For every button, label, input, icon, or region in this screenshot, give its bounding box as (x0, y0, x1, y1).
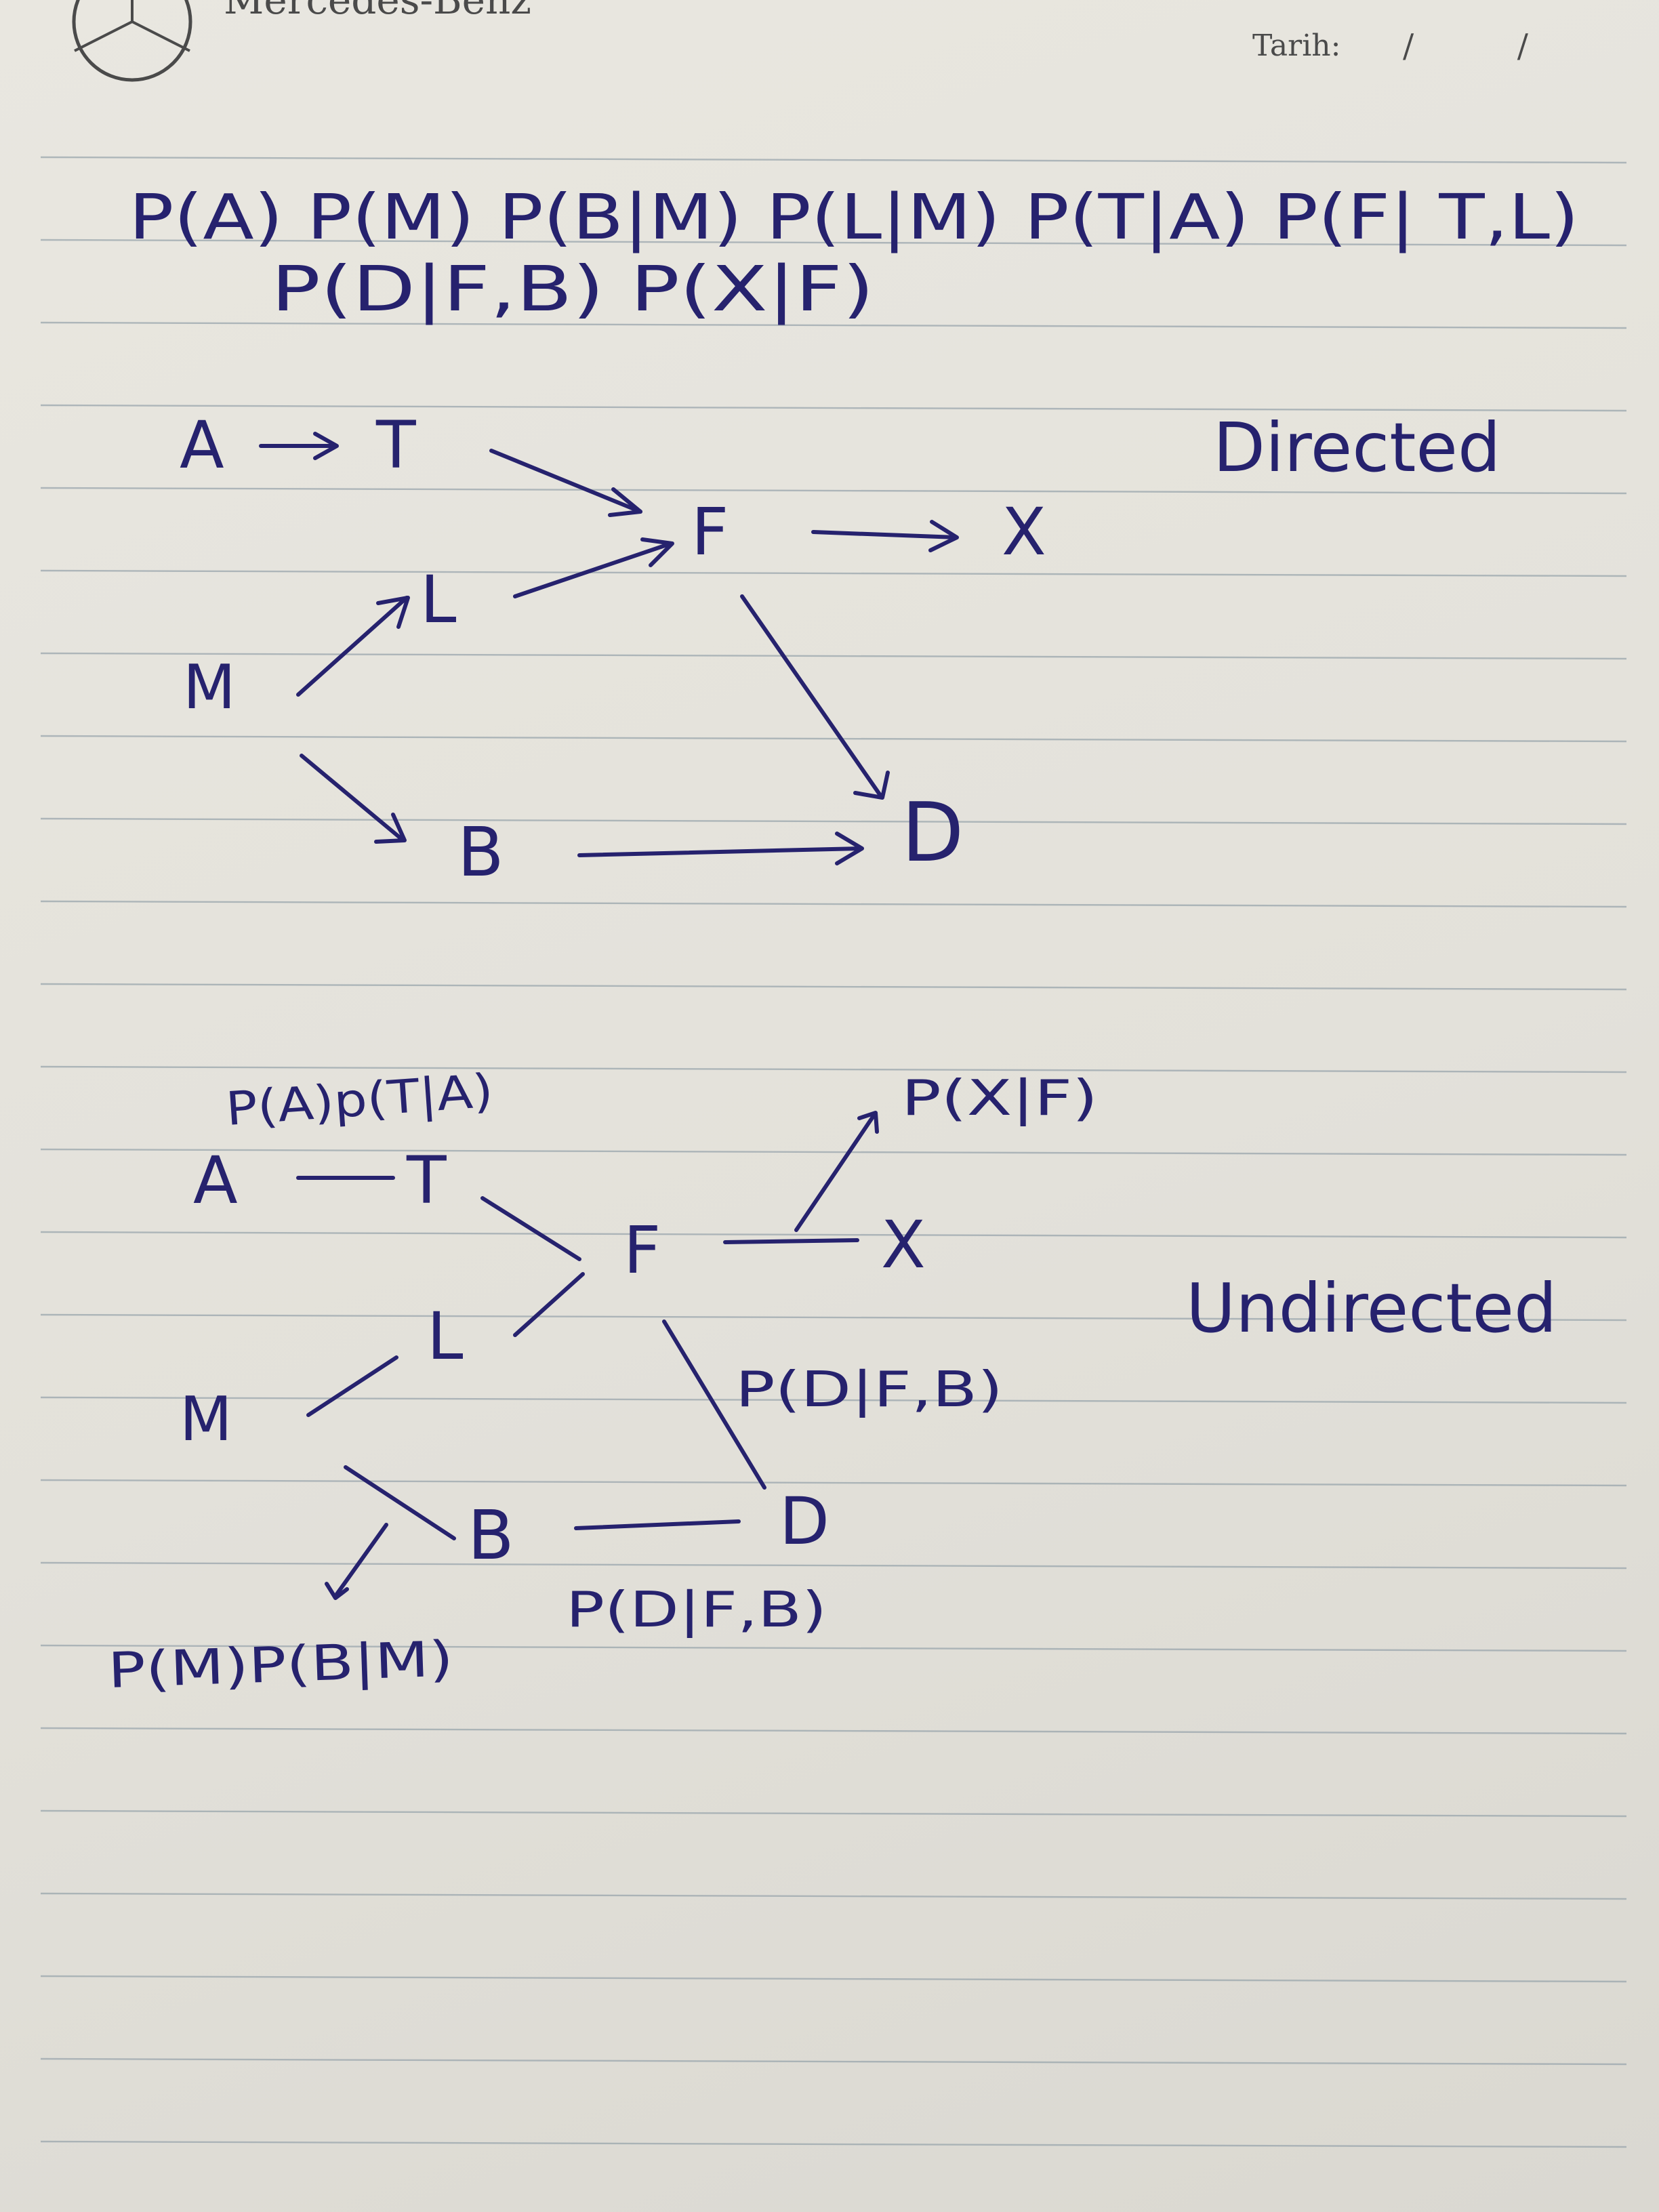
ruled-line (40, 652, 1627, 660)
undirected-edge-m-l (306, 1355, 398, 1417)
ruled-line (40, 1892, 1627, 1900)
annotation-p-a-t: P(A)p(T|A) (224, 1065, 495, 1136)
annotation-p-d-fb-lower: P(D|F,B) (566, 1581, 827, 1639)
ruled-line (40, 735, 1627, 743)
ruled-line (40, 1231, 1627, 1239)
ruled-line (40, 1809, 1627, 1818)
ruled-line (40, 404, 1627, 412)
brand-name: Mercedes-Benz (224, 0, 531, 23)
ruled-line (40, 487, 1627, 495)
directed-node-l: L (420, 562, 456, 638)
brand-logo (72, 0, 192, 82)
annotation-p-x-f: P(X|F) (901, 1069, 1098, 1127)
ruled-line (40, 1561, 1627, 1570)
arrowhead-icon (313, 432, 339, 460)
arrowhead-icon (857, 1111, 879, 1134)
factorization-line-2: P(D|F,B) P(X|F) (271, 253, 874, 325)
ruled-line (40, 1975, 1627, 1983)
undirected-graph: A T F X L M B D P(A)p(T|A) P(X|F) P(D|F,… (107, 1065, 1557, 1700)
ruled-line (40, 1644, 1627, 1652)
arrowhead-icon (374, 813, 407, 844)
directed-node-t: T (375, 407, 416, 483)
ruled-line (40, 1065, 1627, 1073)
ruled-line (40, 1148, 1627, 1156)
directed-node-b: B (457, 813, 504, 892)
directed-edge-t-f (489, 449, 642, 514)
factorization-line-1: P(A) P(M) P(B|M) P(L|M) P(T|A) P(F| T,L) (129, 181, 1579, 253)
pointer-fx-annotation (794, 1113, 876, 1232)
ruled-line (40, 569, 1627, 577)
logo-ring (72, 0, 192, 82)
undirected-edge-f-d (662, 1319, 766, 1490)
undirected-node-d: D (779, 1483, 830, 1559)
undirected-edge-m-b (344, 1465, 456, 1540)
arrowhead-icon (608, 487, 642, 517)
directed-title: Directed (1213, 408, 1500, 487)
arrowhead-icon (853, 771, 890, 800)
logo-star-icon (74, 0, 190, 52)
ruled-line (40, 1396, 1627, 1404)
ruled-line (40, 239, 1627, 247)
ruled-line (40, 983, 1627, 991)
undirected-node-m: M (180, 1384, 232, 1455)
ruled-line (40, 2140, 1627, 2148)
directed-node-m: M (183, 652, 236, 723)
ruled-line (40, 2057, 1627, 2066)
date-separators: / / (1403, 27, 1529, 65)
undirected-edge-l-f (513, 1272, 585, 1337)
undirected-node-a: A (193, 1143, 238, 1218)
arrowhead-icon (325, 1582, 349, 1600)
undirected-edge-t-f (480, 1196, 581, 1261)
directed-node-f: F (691, 494, 729, 570)
undirected-node-l: L (427, 1298, 463, 1374)
ruled-line (40, 817, 1627, 825)
arrowhead-icon (835, 832, 864, 865)
arrowhead-icon (640, 537, 674, 567)
directed-edge-l-f (513, 541, 673, 598)
pointer-mb-annotation (333, 1523, 388, 1598)
directed-edge-f-x (811, 530, 958, 539)
annotation-p-m-bm: P(M)P(B|M) (107, 1630, 455, 1700)
ruled-lines (40, 156, 1627, 2148)
directed-edge-m-b (300, 754, 405, 842)
arrowhead-icon (928, 520, 959, 552)
directed-graph: A T F X L M B D Directed (180, 407, 1500, 892)
ruled-line (40, 1727, 1627, 1735)
date-label: Tarih: (1252, 28, 1340, 63)
ruled-line (40, 1479, 1627, 1487)
undirected-node-t: T (406, 1143, 447, 1218)
undirected-node-b: B (468, 1496, 514, 1575)
ruled-line (40, 321, 1627, 329)
undirected-node-x: X (881, 1207, 926, 1283)
directed-node-x: X (1002, 494, 1046, 570)
undirected-title: Undirected (1186, 1269, 1557, 1348)
arrowhead-icon (376, 596, 410, 629)
directed-node-a: A (180, 407, 224, 483)
ruled-line (40, 900, 1627, 908)
directed-node-d: D (901, 786, 964, 880)
directed-edge-b-d (577, 846, 863, 857)
directed-edge-m-l (296, 596, 409, 697)
undirected-edge-b-d (574, 1519, 741, 1530)
annotation-p-d-fb-upper: P(D|F,B) (735, 1361, 1003, 1418)
ruled-line (40, 1313, 1627, 1322)
directed-edge-f-d (740, 594, 883, 798)
ruled-line (40, 156, 1627, 164)
undirected-edge-f-x (723, 1238, 859, 1244)
undirected-node-f: F (623, 1212, 661, 1288)
